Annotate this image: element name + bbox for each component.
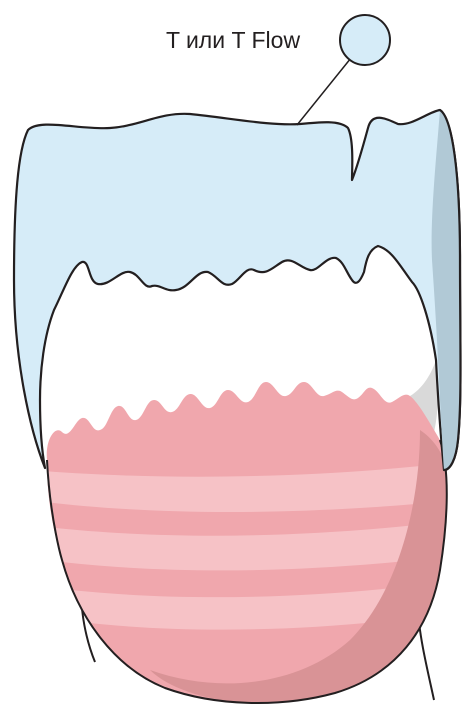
callout-leader-line — [297, 58, 351, 125]
pink-layer — [30, 382, 460, 705]
callout-circle — [340, 15, 390, 65]
callout-label: T или T Flow — [166, 27, 301, 53]
